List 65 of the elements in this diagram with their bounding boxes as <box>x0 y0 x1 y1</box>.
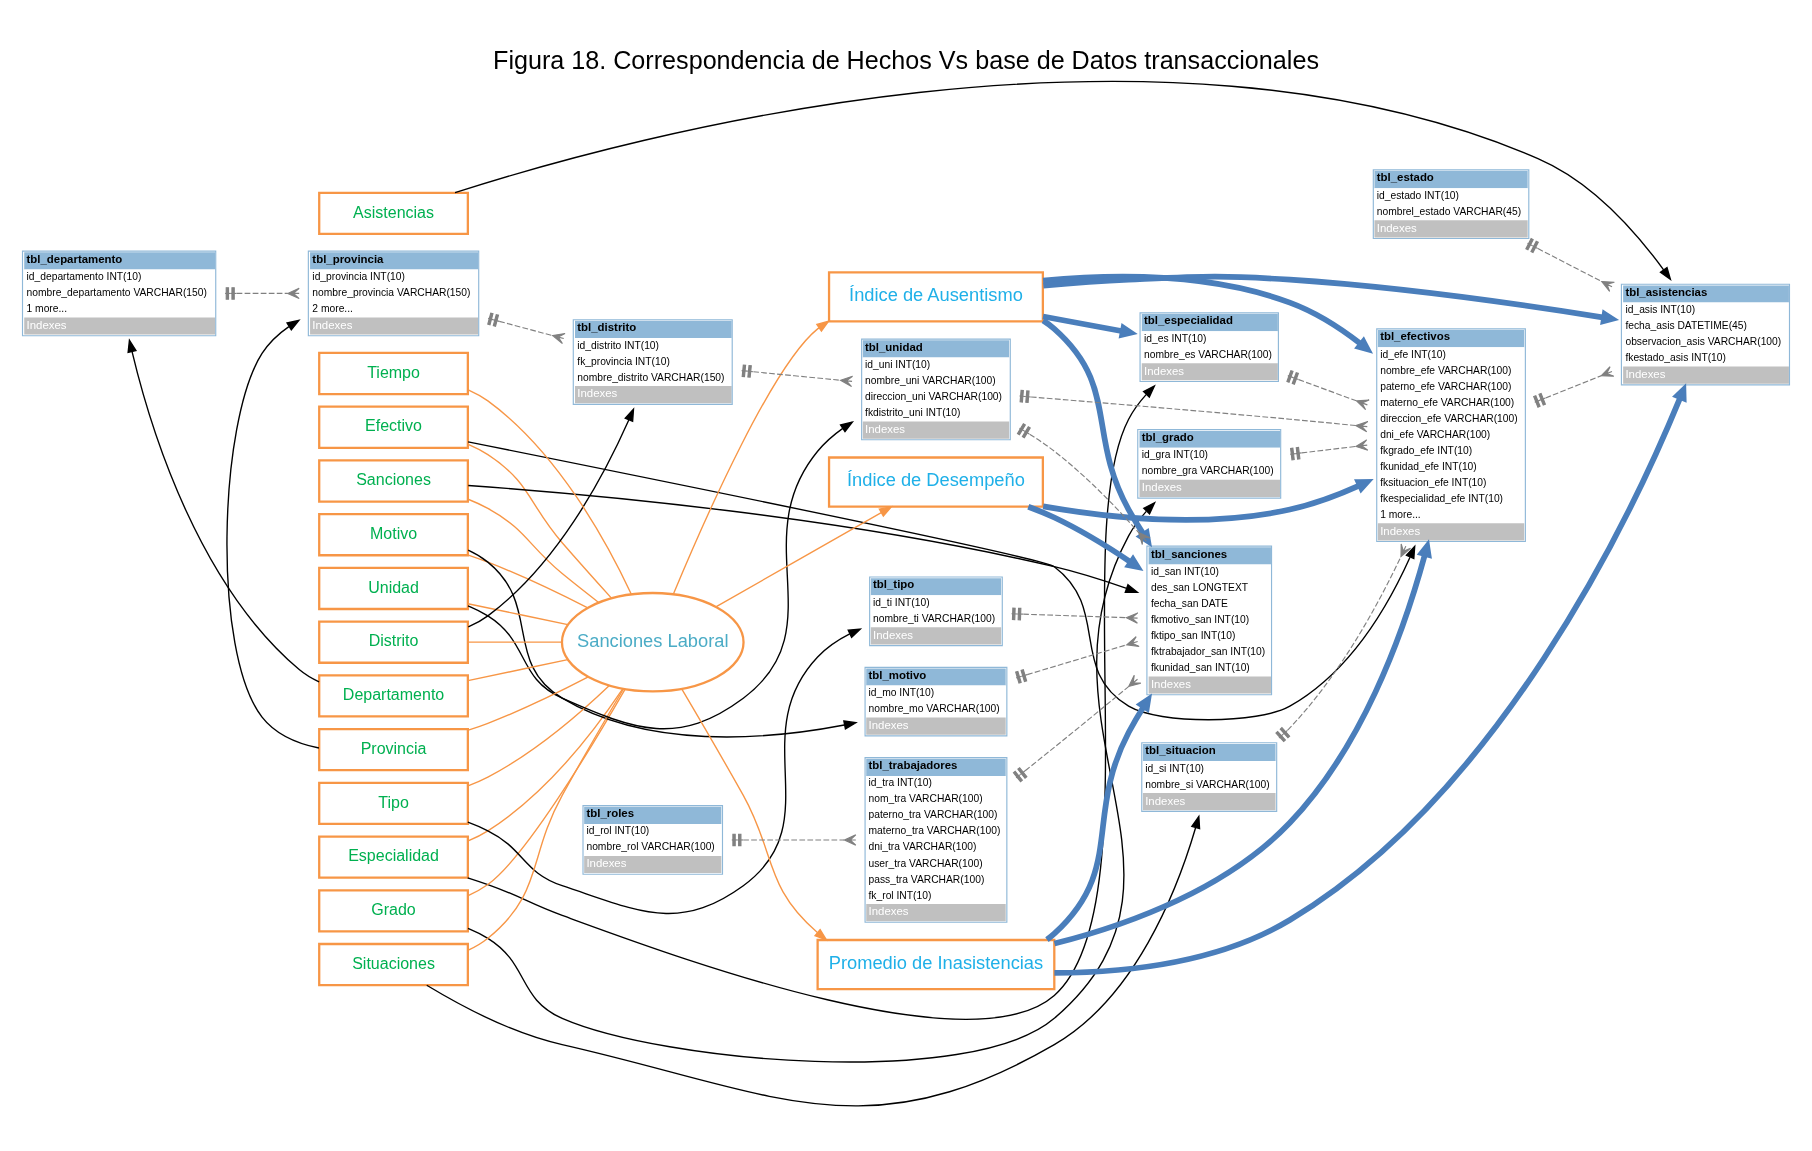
connector <box>741 364 854 388</box>
connector <box>467 498 600 604</box>
arrow <box>1042 478 1374 523</box>
arrow <box>467 549 858 738</box>
node-box: Asistencias <box>318 191 469 236</box>
node-box: Efectivo <box>318 405 469 449</box>
arrow <box>467 407 635 628</box>
node-ellipse: Sanciones Laboral <box>560 591 745 693</box>
arrow <box>466 384 1156 1020</box>
arrow <box>467 420 855 730</box>
node-box: Tiempo <box>318 351 469 396</box>
node-box: Provincia <box>318 727 469 772</box>
arrow <box>467 628 863 915</box>
arrow <box>1043 273 1620 325</box>
connector <box>1289 439 1369 461</box>
node-box: Unidad <box>318 566 469 611</box>
arrow <box>672 320 831 595</box>
connector <box>1286 369 1370 411</box>
connector <box>467 554 589 609</box>
connector <box>1018 389 1369 433</box>
arrow <box>467 484 1140 593</box>
arrow <box>1027 504 1144 571</box>
arrow <box>1042 313 1138 339</box>
arrow <box>1041 318 1152 548</box>
connector <box>467 603 569 626</box>
arrow <box>127 338 320 683</box>
node-box: Tipo <box>318 781 469 826</box>
node-box: Motivo <box>318 512 469 557</box>
connector <box>467 684 611 787</box>
diagram-title: Figura 18. Correspondencia de Hechos Vs base de Datos transaccionales <box>493 46 1319 75</box>
connector <box>1016 423 1151 546</box>
connector <box>1525 237 1615 292</box>
connector <box>467 659 569 682</box>
arrow <box>426 814 1201 1107</box>
node-box: Situaciones <box>318 942 469 987</box>
arrow <box>1045 693 1152 942</box>
arrow <box>715 505 894 608</box>
arrow <box>1042 274 1374 354</box>
node-box: Grado <box>318 889 469 933</box>
node-box: Especialidad <box>318 835 469 879</box>
connector <box>1014 636 1140 684</box>
node-box: Índice de Desempeño <box>827 456 1044 508</box>
arrow <box>681 688 829 942</box>
connector <box>467 687 624 842</box>
node-box: Índice de Ausentismo <box>827 271 1044 323</box>
connector <box>467 676 589 731</box>
connector <box>731 833 857 847</box>
connector <box>487 312 566 345</box>
connector <box>467 688 626 897</box>
connector <box>467 688 625 951</box>
arrow <box>454 80 1672 281</box>
node-box: Distrito <box>318 620 469 664</box>
connector <box>467 443 612 599</box>
connector <box>467 389 632 595</box>
arrow <box>467 501 1157 1063</box>
connector <box>467 641 563 643</box>
node-box: Sanciones <box>318 459 469 503</box>
connector <box>1012 674 1142 783</box>
arrow <box>1054 383 1687 976</box>
node-box: Promedio de Inasistencias <box>816 938 1056 991</box>
arrow <box>226 319 320 749</box>
connector <box>1532 366 1615 408</box>
connector <box>1275 543 1412 743</box>
node-box: Departamento <box>318 674 469 718</box>
arrow <box>1053 539 1432 947</box>
